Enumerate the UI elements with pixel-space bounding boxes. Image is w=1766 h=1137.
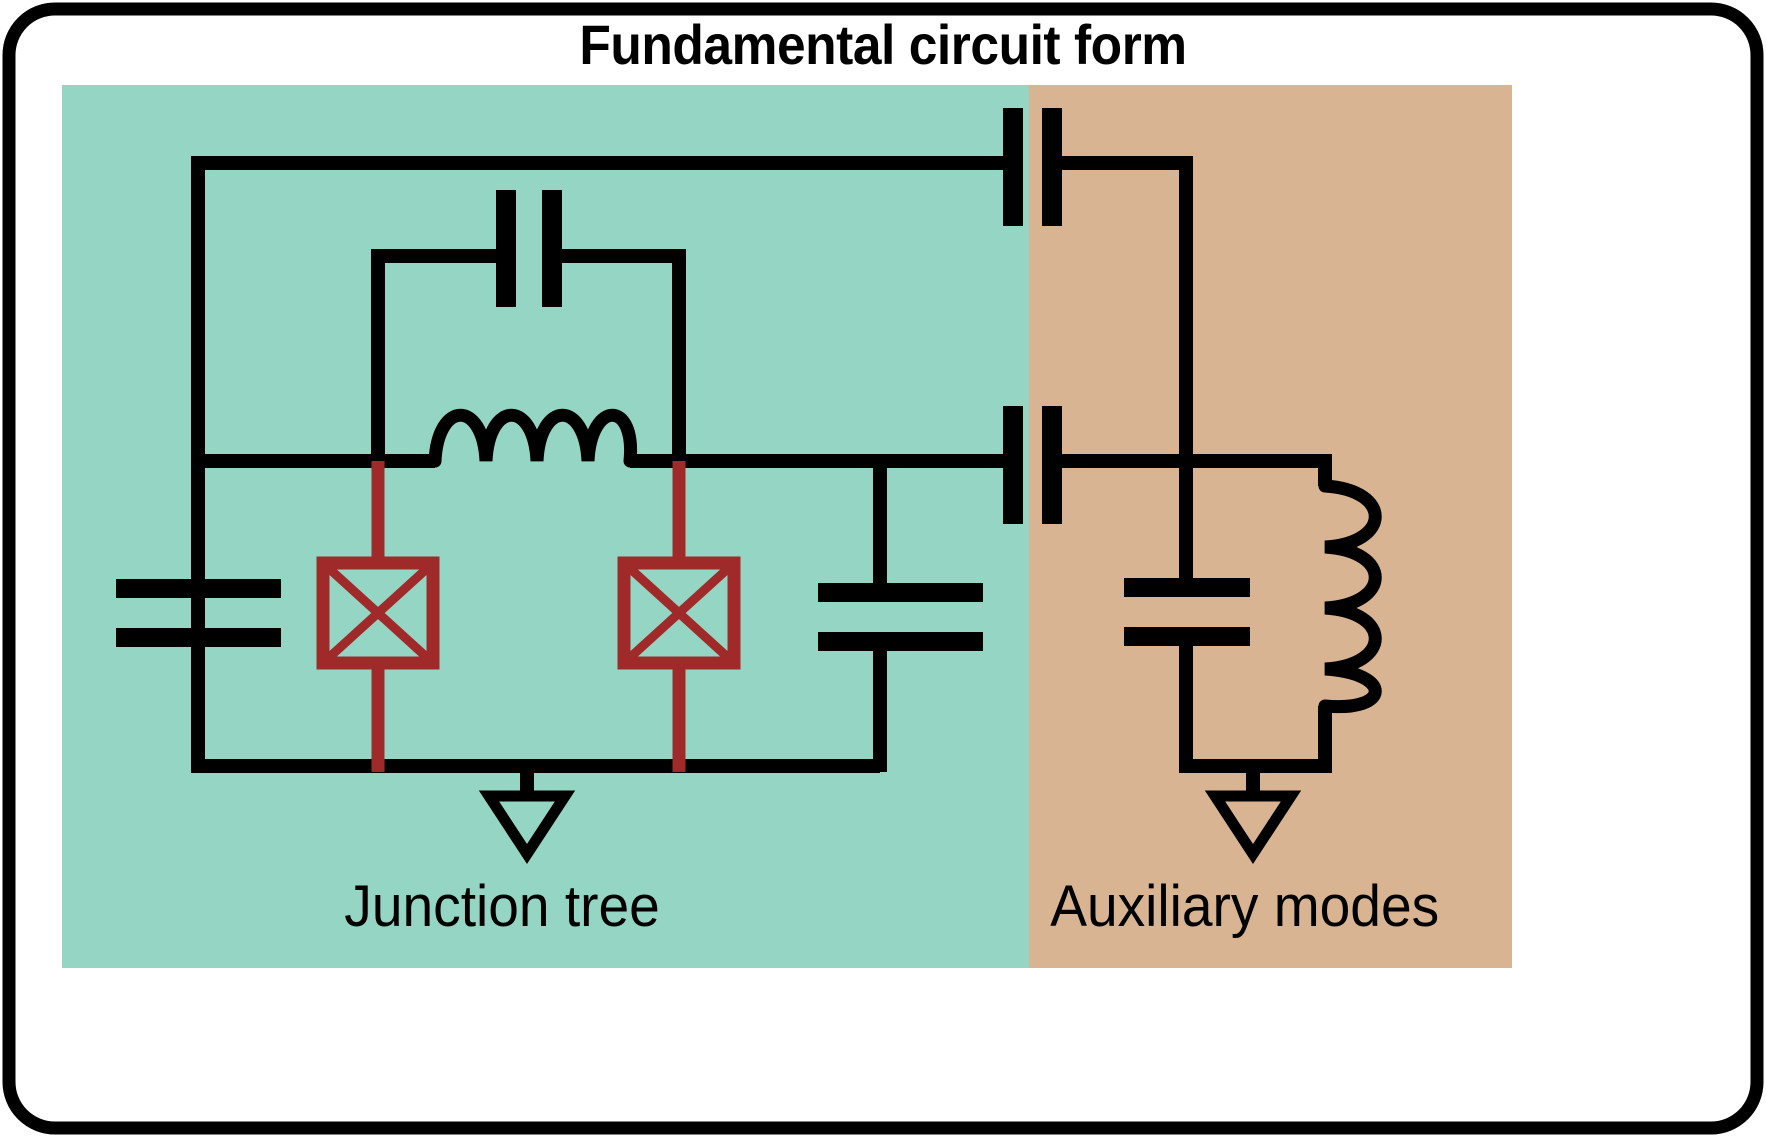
coupling-capacitor-top [496, 190, 562, 307]
ground-triangle [1204, 790, 1302, 865]
panel-label-junction-tree: Junction tree [344, 874, 660, 939]
junction-cross [319, 559, 437, 667]
panel-label-auxiliary-modes: Auxiliary modes [1050, 874, 1440, 939]
capacitor-plate-right [1042, 108, 1062, 226]
capacitor-plate-bottom [1124, 627, 1250, 646]
page-title: Fundamental circuit form [579, 13, 1187, 76]
capacitor-plate-top [1124, 578, 1250, 597]
coupling-capacitor-lower [1003, 406, 1062, 524]
aux-capacitor [1124, 578, 1250, 646]
josephson-junction-left [316, 556, 440, 670]
capacitor-plate-top [818, 583, 983, 602]
capacitor-plate-left [496, 190, 516, 307]
coupling-capacitor-upper [1003, 108, 1062, 226]
capacitor-plate-left [1003, 406, 1023, 524]
loop-inductor [428, 409, 638, 468]
capacitor-plate-left [1003, 108, 1023, 226]
josephson-branches [371, 461, 686, 772]
ground-junction-tree [478, 766, 576, 865]
capacitor-plate-right [1042, 406, 1062, 524]
junction-box [316, 556, 440, 670]
auxiliary-wiring [1062, 156, 1332, 773]
capacitor-plate-right [542, 190, 562, 307]
ground-triangle [478, 790, 576, 865]
junction-box [617, 556, 741, 670]
junction-cross [620, 559, 738, 667]
josephson-junction-right [617, 556, 741, 670]
capacitor-plate-top [116, 579, 281, 598]
junction-tree-wiring [191, 156, 1005, 773]
shunt-capacitor-right [818, 583, 983, 651]
capacitor-plate-bottom [818, 632, 983, 651]
capacitor-plate-bottom [116, 628, 281, 647]
aux-inductor [1318, 479, 1382, 714]
shunt-capacitor-left [116, 579, 281, 647]
ground-auxiliary [1204, 766, 1302, 865]
